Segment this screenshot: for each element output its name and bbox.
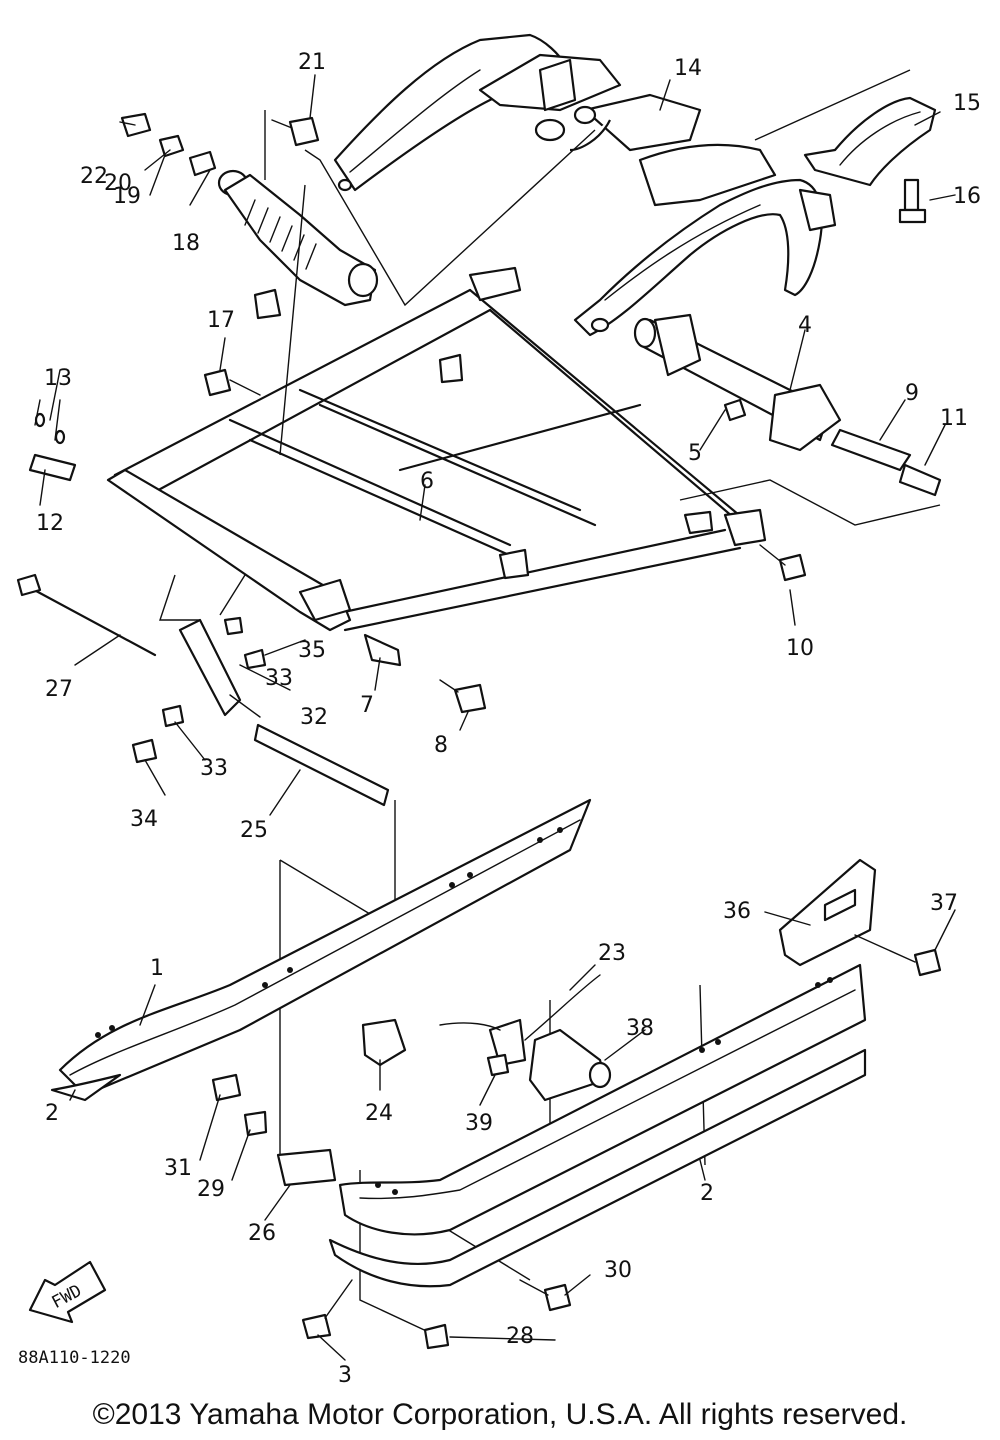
callout-5: 5	[688, 441, 702, 466]
callout-39: 39	[465, 1111, 493, 1136]
fwd-arrow-icon: FWD	[28, 1260, 107, 1324]
callout-29: 29	[197, 1177, 225, 1202]
callout-10: 10	[786, 636, 814, 661]
callout-9: 9	[905, 381, 919, 406]
copyright-notice: ©2013 Yamaha Motor Corporation, U.S.A. A…	[92, 1398, 908, 1431]
callout-6: 6	[420, 469, 434, 494]
callout-11: 11	[940, 406, 968, 431]
callout-36: 36	[723, 899, 751, 924]
callout-8: 8	[434, 733, 448, 758]
callout-16: 16	[953, 184, 981, 209]
leader-lines	[39, 74, 956, 1361]
pivot-shaft-4	[633, 313, 942, 497]
callout-18: 18	[172, 231, 200, 256]
callout-33: 33	[265, 666, 293, 691]
callout-37: 37	[930, 891, 958, 916]
drawing-code: 88A110-1220	[18, 1348, 131, 1368]
callout-23: 23	[598, 941, 626, 966]
callout-24: 24	[365, 1101, 393, 1126]
callout-21: 21	[298, 50, 326, 75]
callout-14: 14	[674, 56, 702, 81]
callout-4: 4	[798, 313, 812, 338]
callout-38: 38	[626, 1016, 654, 1041]
callout-33: 33	[200, 756, 228, 781]
callout-17: 17	[207, 308, 235, 333]
callout-25: 25	[240, 818, 268, 843]
callout-22: 22	[80, 164, 108, 189]
callout-3: 3	[338, 1363, 352, 1388]
right-ski-2	[328, 963, 867, 1288]
callout-12: 12	[36, 511, 64, 536]
callout-32: 32	[300, 705, 328, 730]
callout-13: 13	[44, 366, 72, 391]
callout-34: 34	[130, 807, 158, 832]
hardware	[16, 368, 807, 807]
callout-28: 28	[506, 1324, 534, 1349]
shock-absorber-18	[120, 112, 379, 307]
callout-7: 7	[360, 693, 374, 718]
callout-15: 15	[953, 91, 981, 116]
callout-35: 35	[298, 638, 326, 663]
callout-27: 27	[45, 677, 73, 702]
bracket-15	[803, 96, 937, 224]
callout-2: 2	[45, 1101, 59, 1126]
callout-30: 30	[604, 1258, 632, 1283]
left-ski-1	[50, 798, 592, 1102]
callout-31: 31	[164, 1156, 192, 1181]
ski-parts	[211, 858, 942, 1350]
callout-2: 2	[700, 1181, 714, 1206]
callout-20: 20	[104, 171, 132, 196]
callout-19: 19	[113, 184, 141, 209]
callout-26: 26	[248, 1221, 276, 1246]
main-frame-6	[106, 266, 767, 632]
callout-1: 1	[150, 956, 164, 981]
upper-arm-assembly	[333, 33, 837, 337]
callout-labels: 1223456789101112131415161718192021222324…	[36, 50, 981, 1388]
